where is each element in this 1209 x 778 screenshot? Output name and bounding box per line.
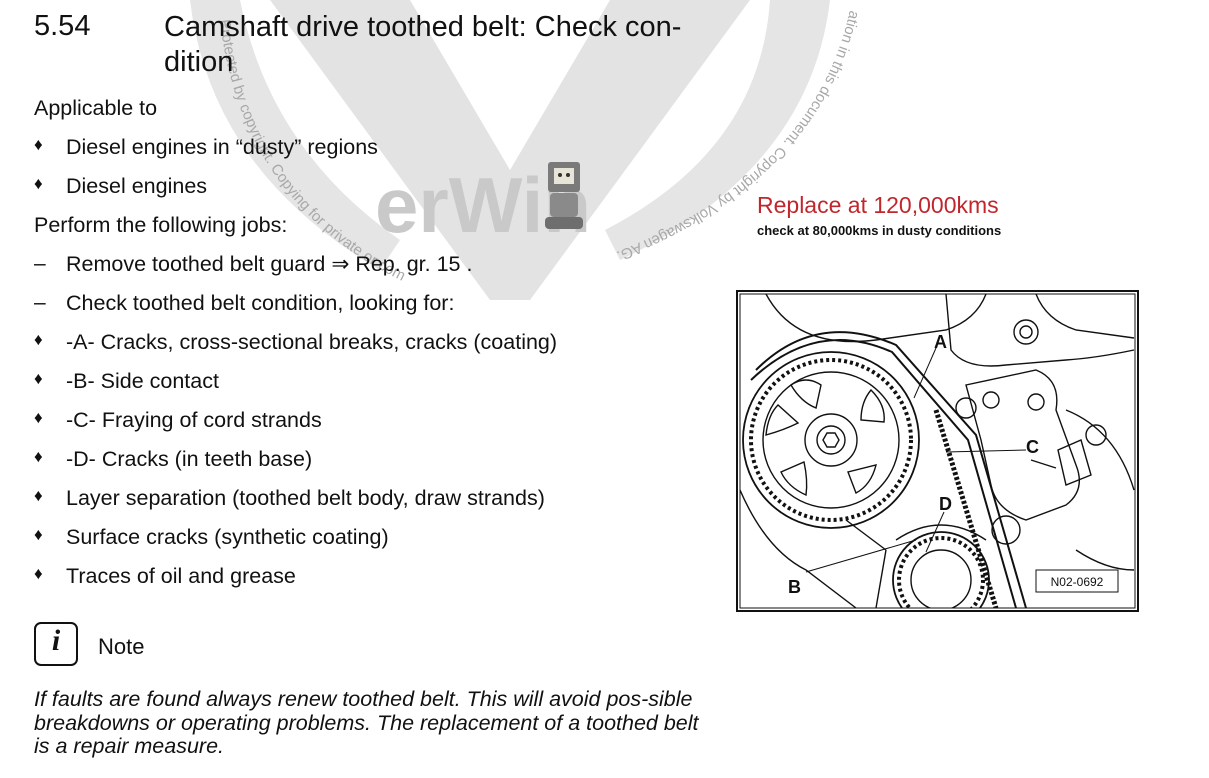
dash-marker: – [34, 291, 46, 314]
bullet-diamond-icon: ♦ [34, 525, 43, 544]
dash-marker: – [34, 252, 46, 275]
section-title: Camshaft drive toothed belt: Check con-d… [164, 11, 682, 78]
replace-annotation: Replace at 120,000kms [757, 192, 999, 218]
watermark: erWin Protected by copyright. Copying fo… [150, 0, 863, 300]
crankshaft-sprocket [892, 531, 990, 608]
bullet-diamond-icon: ♦ [34, 564, 43, 583]
perform-heading: Perform the following jobs: [34, 213, 288, 237]
figure-code: N02-0692 [1051, 575, 1104, 589]
bullet-diamond-icon: ♦ [34, 174, 43, 193]
bullet-diamond-icon: ♦ [34, 330, 43, 349]
note-text: If faults are found always renew toothed… [34, 687, 699, 758]
applicable-heading: Applicable to [34, 96, 158, 120]
note-label: Note [98, 634, 145, 659]
belt-drive-figure: A B C D N02-0692 [736, 290, 1139, 612]
bullet-diamond-icon: ♦ [34, 486, 43, 505]
figure-label-c: C [1026, 437, 1039, 457]
bullet-diamond-icon: ♦ [34, 447, 43, 466]
camshaft-sprocket [742, 351, 920, 529]
bullet-diamond-icon: ♦ [34, 408, 43, 427]
bullet-diamond-icon: ♦ [34, 369, 43, 388]
check-annotation: check at 80,000kms in dusty conditions [757, 223, 1002, 238]
figure-label-d: D [939, 494, 952, 514]
figure-label-a: A [934, 332, 947, 352]
figure-label-b: B [788, 577, 801, 597]
info-icon: i [34, 622, 78, 666]
watermark-mascot-icon [545, 162, 583, 229]
bullet-diamond-icon: ♦ [34, 135, 43, 154]
section-number: 5.54 [34, 10, 91, 42]
